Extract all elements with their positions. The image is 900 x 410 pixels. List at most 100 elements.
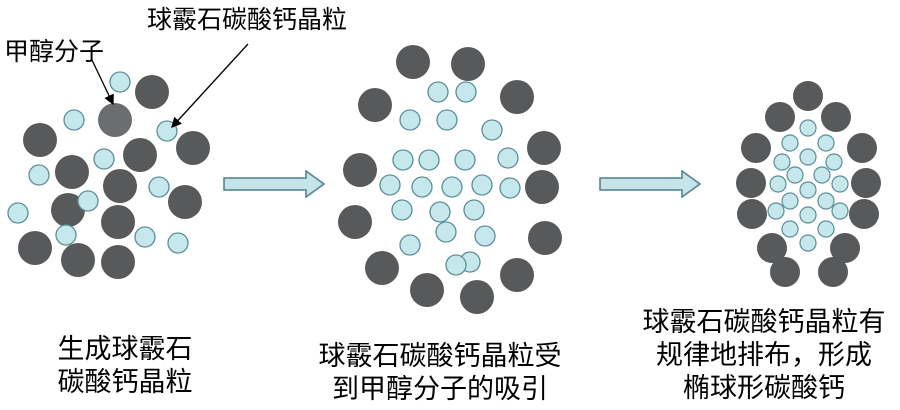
methanol-molecule bbox=[399, 109, 421, 131]
methanol-molecule bbox=[773, 153, 791, 171]
methanol-molecule bbox=[379, 174, 401, 196]
methanol-molecule bbox=[481, 119, 503, 141]
stage1-caption-line: 生成球霰石 bbox=[57, 334, 193, 365]
vaterite-grain-label: 球霰石碳酸钙晶粒 bbox=[147, 5, 348, 34]
vaterite-grain bbox=[98, 103, 132, 137]
methanol-pointer-line bbox=[91, 59, 114, 106]
vaterite-grain bbox=[737, 199, 767, 229]
vaterite-grain bbox=[757, 233, 787, 263]
stage3-ellipsoid bbox=[736, 81, 881, 287]
stage1-caption-line: 碳酸钙晶粒 bbox=[57, 367, 193, 398]
stage2-caption-line: 到甲醇分子的吸引 bbox=[332, 374, 548, 405]
methanol-molecule bbox=[817, 192, 835, 210]
methanol-molecule bbox=[411, 176, 433, 198]
vaterite-grain bbox=[500, 80, 534, 114]
vaterite-grain bbox=[849, 199, 879, 229]
vaterite-grain bbox=[741, 133, 771, 163]
vaterite-grain bbox=[396, 45, 430, 79]
methanol-molecule bbox=[767, 202, 785, 220]
vaterite-grain bbox=[51, 193, 85, 227]
vaterite-grain bbox=[847, 133, 877, 163]
methanol-molecule bbox=[471, 174, 493, 196]
vaterite-grain bbox=[176, 131, 210, 165]
methanol-molecule bbox=[499, 177, 521, 199]
methanol-molecule bbox=[93, 148, 115, 170]
vaterite-grain bbox=[410, 273, 444, 307]
vaterite-grain bbox=[103, 169, 137, 203]
methanol-molecule bbox=[781, 220, 799, 238]
stage3-caption-line: 椭球形碳酸钙 bbox=[683, 373, 845, 404]
stage1-caption: 生成球霰石 碳酸钙晶粒 bbox=[20, 333, 230, 399]
methanol-molecule bbox=[77, 190, 99, 212]
vaterite-grain bbox=[527, 131, 561, 165]
methanol-molecule bbox=[418, 149, 440, 171]
stage3-caption-line: 规律地排布，形成 bbox=[656, 340, 872, 371]
stage2-caption: 球霰石碳酸钙晶粒受 到甲醇分子的吸引 bbox=[300, 340, 580, 406]
methanol-molecule bbox=[769, 175, 787, 193]
methanol-molecule bbox=[799, 119, 817, 137]
methanol-molecule bbox=[799, 181, 817, 199]
vaterite-grain bbox=[736, 168, 766, 198]
methanol-molecule bbox=[497, 147, 519, 169]
stage2-cluster bbox=[338, 45, 562, 314]
methanol-molecule bbox=[167, 232, 189, 254]
methanol-molecule bbox=[109, 71, 131, 93]
methanol-molecule bbox=[399, 234, 421, 256]
methanol-molecule bbox=[391, 199, 413, 221]
methanol-molecule bbox=[7, 202, 29, 224]
vaterite-grain bbox=[460, 280, 494, 314]
methanol-molecule bbox=[455, 81, 477, 103]
methanol-molecule bbox=[441, 176, 463, 198]
vaterite-grain bbox=[18, 231, 52, 265]
right-arrow-icon bbox=[599, 169, 702, 199]
vaterite-grain bbox=[528, 221, 562, 255]
vaterite-grain bbox=[343, 153, 377, 187]
stage2-caption-line: 球霰石碳酸钙晶粒受 bbox=[318, 341, 562, 372]
methanol-molecule bbox=[799, 148, 817, 166]
methanol-molecule bbox=[55, 224, 77, 246]
methanol-molecule bbox=[63, 109, 85, 131]
vaterite-grain bbox=[818, 257, 848, 287]
vaterite-grain bbox=[365, 251, 399, 285]
vaterite-grain bbox=[765, 102, 795, 132]
methanol-molecule bbox=[445, 254, 467, 276]
right-arrow-icon bbox=[223, 169, 326, 199]
methanol-molecule bbox=[817, 134, 835, 152]
methanol-molecule bbox=[831, 175, 849, 193]
vaterite-grain bbox=[793, 81, 823, 111]
vaterite-grain bbox=[821, 102, 851, 132]
vaterite-grain bbox=[23, 123, 57, 157]
vaterite-grain bbox=[358, 88, 392, 122]
methanol-molecule bbox=[799, 234, 817, 252]
methanol-molecule bbox=[429, 201, 451, 223]
grain-pointer-line bbox=[171, 43, 249, 128]
methanol-molecule bbox=[435, 221, 457, 243]
vaterite-grain bbox=[770, 257, 800, 287]
vaterite-grain bbox=[55, 155, 89, 189]
vaterite-grain bbox=[135, 75, 169, 109]
vaterite-grain bbox=[101, 245, 135, 279]
methanol-molecule bbox=[781, 134, 799, 152]
methanol-molecule bbox=[148, 176, 170, 198]
methanol-molecule bbox=[831, 202, 849, 220]
methanol-molecule bbox=[427, 81, 449, 103]
vaterite-grain bbox=[525, 170, 559, 204]
vaterite-grain bbox=[168, 185, 202, 219]
stage1-cluster bbox=[7, 71, 210, 279]
vaterite-grain bbox=[101, 205, 135, 239]
methanol-molecule bbox=[813, 166, 831, 184]
methanol-molecule bbox=[392, 149, 414, 171]
stage3-caption: 球霰石碳酸钙晶粒有 规律地排布，形成 椭球形碳酸钙 bbox=[628, 306, 900, 405]
methanol-molecule bbox=[825, 153, 843, 171]
vaterite-grain bbox=[123, 138, 157, 172]
methanol-molecule bbox=[436, 109, 458, 131]
methanol-molecule bbox=[799, 206, 817, 224]
methanol-molecule bbox=[134, 226, 156, 248]
methanol-molecule bbox=[454, 149, 476, 171]
methanol-molecule bbox=[474, 225, 496, 247]
vaterite-grain bbox=[338, 205, 372, 239]
vaterite-grain bbox=[500, 258, 534, 292]
vaterite-grain bbox=[851, 168, 881, 198]
vaterite-grain bbox=[61, 243, 95, 277]
